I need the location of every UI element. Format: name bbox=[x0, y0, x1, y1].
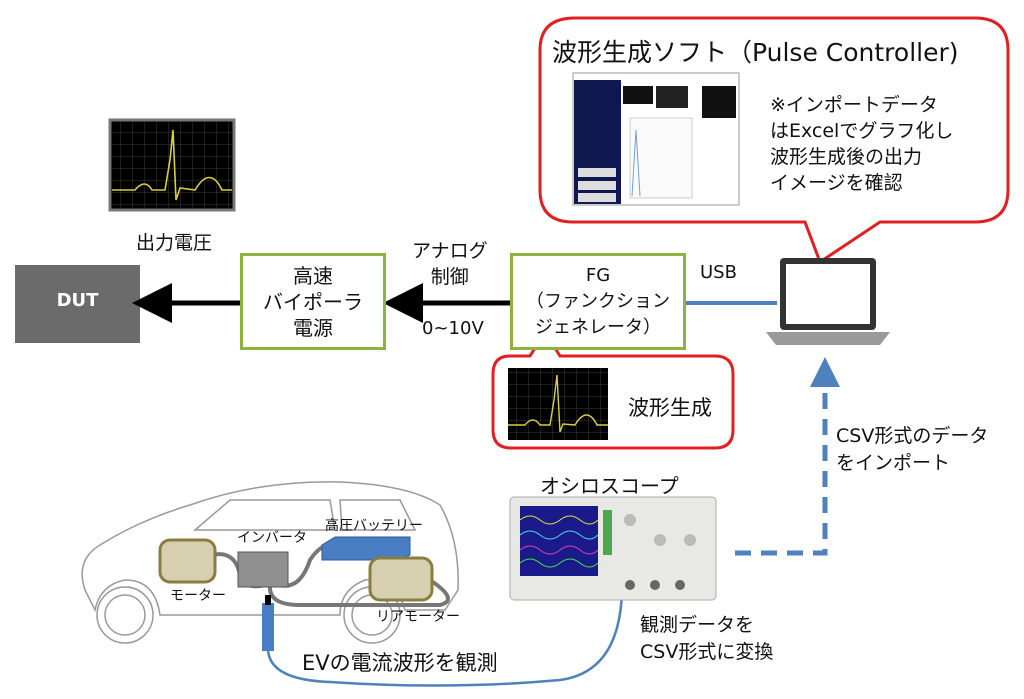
generated-waveform-image bbox=[508, 368, 608, 440]
waveform-generation-label: 波形生成 bbox=[628, 396, 712, 420]
analog-control-line: 制御 bbox=[430, 266, 469, 288]
function-generator-box: FG （ファンクション ジェネレータ） bbox=[510, 253, 686, 350]
power-supply-line: 電源 bbox=[293, 315, 333, 340]
oscilloscope-device bbox=[509, 496, 717, 601]
csv-import-arrow bbox=[735, 357, 840, 556]
rear-motor bbox=[368, 556, 434, 602]
note-line: ※インポートデータ bbox=[770, 94, 938, 116]
power-supply-line: 高速 bbox=[293, 263, 333, 288]
output-waveform-image bbox=[108, 118, 236, 212]
voltage-range-label: 0~10V bbox=[422, 318, 484, 339]
battery-label: 高圧バッテリー bbox=[325, 518, 423, 534]
convert-label: 観測データを CSV形式に変換 bbox=[640, 612, 773, 666]
csv-import-line: CSV形式のデータ bbox=[836, 425, 989, 447]
motor-label: モーター bbox=[170, 588, 226, 604]
observe-label: EVの電流波形を観測 bbox=[302, 651, 498, 675]
note-line: イメージを確認 bbox=[770, 172, 903, 194]
convert-line: CSV形式に変換 bbox=[640, 641, 774, 663]
usb-label: USB bbox=[700, 262, 737, 283]
csv-import-label: CSV形式のデータ をインポート bbox=[836, 423, 988, 477]
inverter-box bbox=[237, 551, 289, 588]
inverter-label: インバータ bbox=[237, 530, 307, 546]
csv-import-line: をインポート bbox=[836, 452, 951, 474]
note-line: 波形生成後の出力 bbox=[770, 146, 923, 168]
bipolar-power-supply-box: 高速 バイポーラ 電源 bbox=[240, 253, 386, 350]
hv-battery bbox=[321, 536, 411, 561]
pulse-controller-screenshot bbox=[572, 72, 740, 206]
note-line: はExcelでグラフ化し bbox=[770, 120, 954, 142]
output-voltage-label: 出力電圧 bbox=[136, 232, 213, 254]
fg-line: FG bbox=[585, 264, 611, 286]
laptop-icon bbox=[766, 258, 890, 345]
front-motor bbox=[158, 538, 217, 584]
probe-cable bbox=[266, 589, 624, 687]
dut-box bbox=[15, 265, 140, 343]
fg-line: （ファンクション bbox=[526, 290, 670, 312]
fg-line: ジェネレータ） bbox=[535, 316, 661, 338]
analog-control-line: アナログ bbox=[412, 240, 488, 262]
current-probe bbox=[262, 595, 274, 651]
power-supply-line: バイポーラ bbox=[263, 289, 363, 314]
rear-motor-label: リアモーター bbox=[376, 609, 460, 625]
software-callout-title: 波形生成ソフト（Pulse Controller) bbox=[552, 38, 959, 67]
software-callout-note: ※インポートデータ はExcelでグラフ化し 波形生成後の出力 イメージを確認 bbox=[770, 92, 953, 196]
oscilloscope-label: オシロスコープ bbox=[540, 474, 679, 498]
analog-control-label: アナログ 制御 bbox=[412, 238, 488, 290]
convert-line: 観測データを bbox=[640, 614, 755, 636]
dut-label: DUT bbox=[56, 290, 99, 311]
